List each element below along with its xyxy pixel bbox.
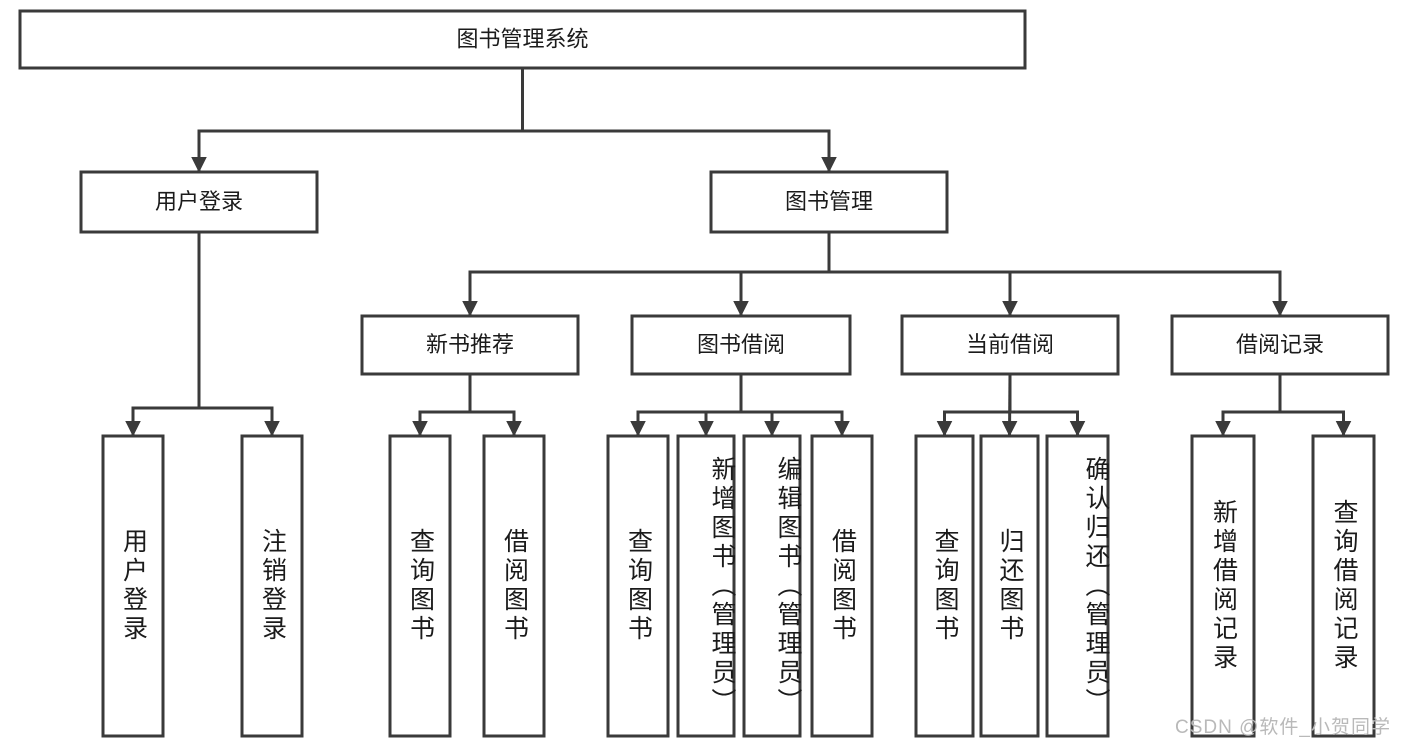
level3-node-3[interactable]: 借阅记录 (1170, 314, 1390, 376)
leaf-node-4[interactable] (606, 434, 670, 738)
leaf-node-12-rect[interactable] (1311, 434, 1376, 738)
root-node-图书管理系统[interactable]: 图书管理系统 (18, 9, 1027, 70)
leaf-node-1-rect[interactable] (240, 434, 304, 738)
link-leaf-7 (739, 374, 850, 437)
level2-node-0-rect[interactable] (79, 170, 319, 234)
leaf-node-8-rect[interactable] (914, 434, 975, 738)
leaf-node-6-rect[interactable] (742, 434, 802, 738)
leaf-node-2[interactable] (388, 434, 452, 738)
root-node-图书管理系统-rect[interactable] (18, 9, 1027, 70)
root-node-图书管理系统-label: 图书管理系统 (456, 26, 588, 51)
link-level2-to-level3-1 (733, 232, 831, 317)
link-leaf-3 (468, 374, 522, 437)
link-level2-to-level3-3 (827, 232, 1288, 317)
level3-node-2-label: 当前借阅 (966, 332, 1054, 357)
level3-node-3-rect[interactable] (1170, 314, 1390, 376)
level3-node-1-rect[interactable] (630, 314, 852, 376)
leaf-node-8[interactable] (914, 434, 975, 738)
link-leaf-1 (197, 232, 280, 437)
level3-node-0-rect[interactable] (360, 314, 580, 376)
link-root-to-level2-0 (191, 68, 524, 173)
leaf-node-3-rect[interactable] (482, 434, 546, 738)
level3-node-1-label: 图书借阅 (697, 332, 785, 357)
leaf-node-6[interactable] (742, 434, 802, 738)
leaf-node-12[interactable] (1311, 434, 1376, 738)
leaf-node-5-rect[interactable] (676, 434, 736, 738)
leaf-node-7-rect[interactable] (810, 434, 874, 738)
leaf-node-3[interactable] (482, 434, 546, 738)
link-leaf-11 (1215, 374, 1282, 437)
leaf-node-9-rect[interactable] (979, 434, 1040, 738)
leaf-node-5[interactable] (676, 434, 736, 738)
level2-node-1-label: 图书管理 (785, 189, 873, 214)
link-leaf-8 (936, 374, 1012, 437)
level2-node-0-label: 用户登录 (155, 189, 243, 214)
leaf-node-2-rect[interactable] (388, 434, 452, 738)
level2-node-0[interactable]: 用户登录 (79, 170, 319, 234)
link-leaf-4 (630, 374, 743, 437)
link-leaf-0 (125, 232, 201, 437)
leaf-node-4-rect[interactable] (606, 434, 670, 738)
level3-node-0-label: 新书推荐 (426, 332, 514, 357)
link-leaf-12 (1278, 374, 1352, 437)
level2-node-1[interactable]: 图书管理 (709, 170, 949, 234)
leaf-node-9[interactable] (979, 434, 1040, 738)
link-leaf-5 (698, 374, 743, 437)
level3-node-2[interactable]: 当前借阅 (900, 314, 1120, 376)
leaf-node-11-rect[interactable] (1190, 434, 1256, 738)
leaf-node-0[interactable] (101, 434, 165, 738)
leaf-node-10-rect[interactable] (1045, 434, 1110, 738)
leaf-node-11[interactable] (1190, 434, 1256, 738)
level3-node-0[interactable]: 新书推荐 (360, 314, 580, 376)
link-root-to-level2-1 (521, 68, 837, 173)
leaf-node-1[interactable] (240, 434, 304, 738)
level2-node-1-rect[interactable] (709, 170, 949, 234)
level3-node-3-label: 借阅记录 (1236, 332, 1324, 357)
level3-node-2-rect[interactable] (900, 314, 1120, 376)
leaf-node-10[interactable] (1045, 434, 1110, 738)
leaf-node-0-rect[interactable] (101, 434, 165, 738)
connector-lines (125, 68, 1352, 437)
level3-node-1[interactable]: 图书借阅 (630, 314, 852, 376)
link-leaf-2 (412, 374, 472, 437)
link-leaf-10 (1008, 374, 1086, 437)
leaf-node-7[interactable] (810, 434, 874, 738)
watermark: CSDN @软件_小贺同学 (1175, 717, 1391, 738)
link-leaf-6 (739, 374, 780, 437)
